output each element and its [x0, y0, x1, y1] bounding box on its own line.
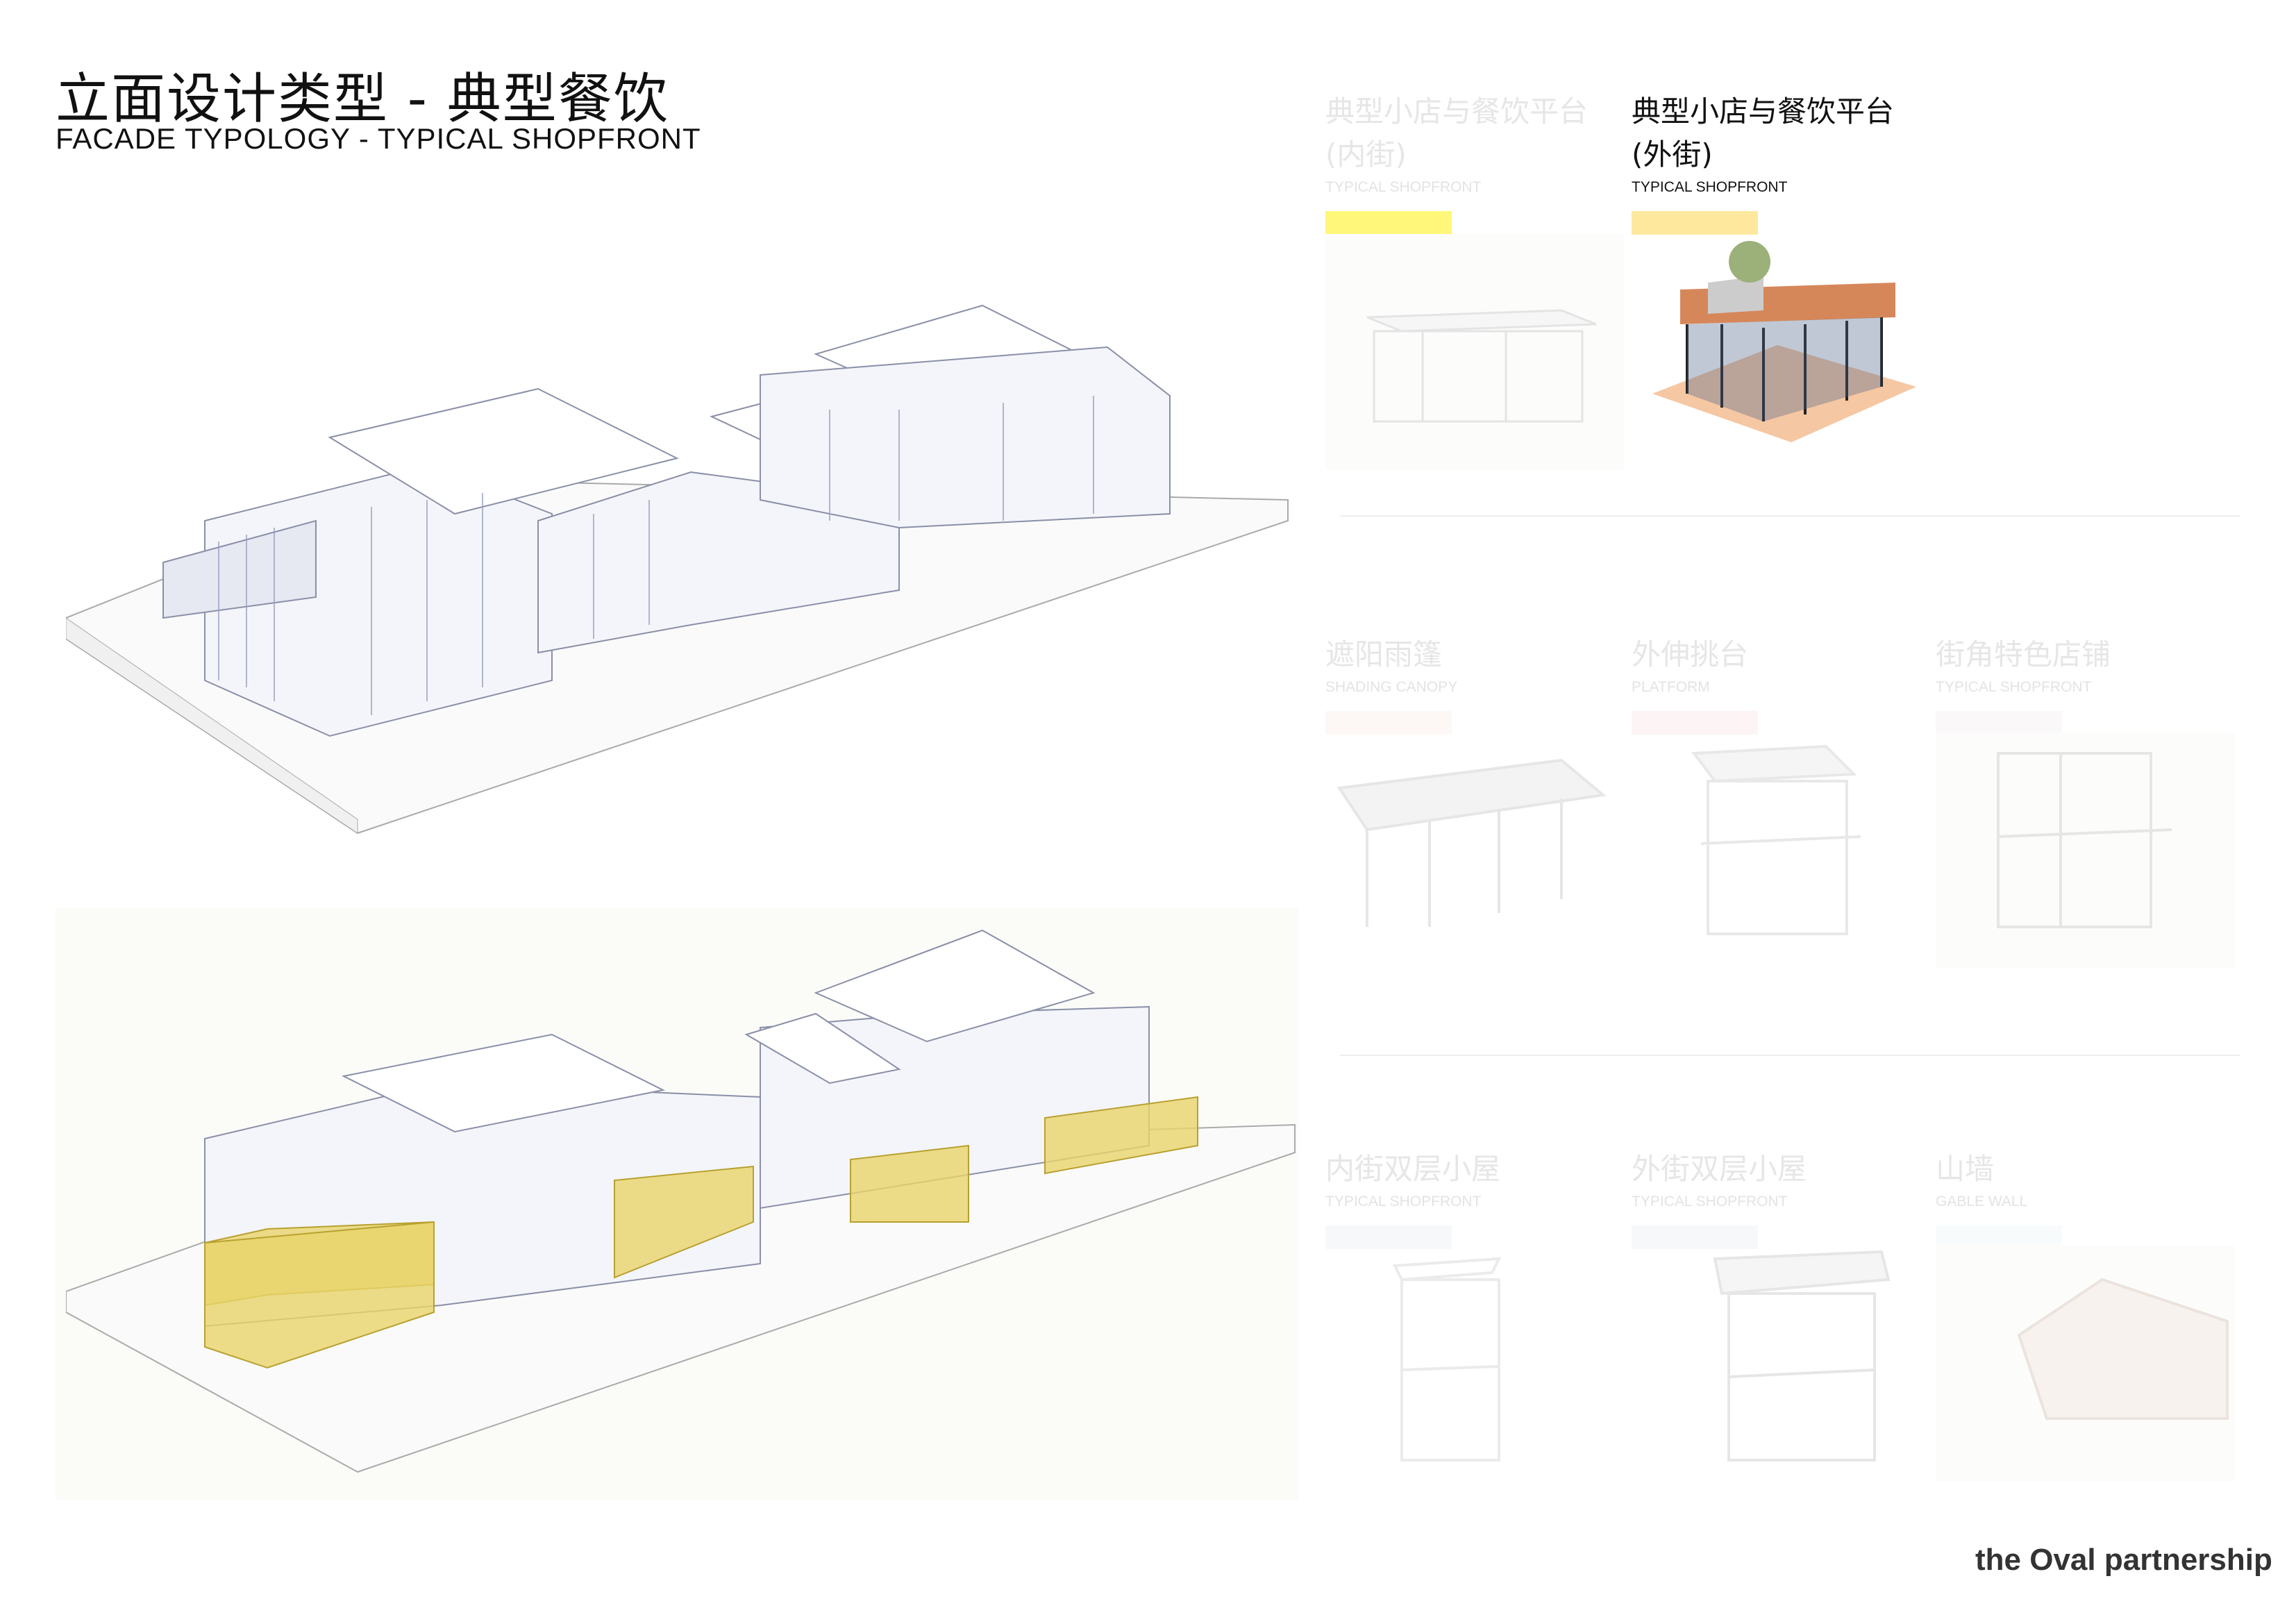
row-divider [1340, 1055, 2240, 1056]
thumbnail-inner-two-storey [1392, 1257, 1502, 1462]
building-axonometric-overview [66, 304, 1289, 835]
card-title-en: GABLE WALL [1936, 1194, 2028, 1209]
thumbnail-inner-street-shop [1325, 234, 1624, 470]
card-title-cn: 外伸挑台 [1632, 637, 1749, 671]
color-swatch [1936, 711, 2062, 735]
thumbnail-gable-wall [1936, 1245, 2234, 1481]
color-swatch [1632, 1225, 1758, 1249]
card-title-cn: 典型小店与餐饮平台 (外街) [1632, 94, 1895, 171]
card-title-cn: 内街双层小屋 [1325, 1152, 1501, 1186]
row-divider [1340, 515, 2240, 517]
card-title-cn: 山墙 [1936, 1152, 1995, 1186]
card-title-en: SHADING CANOPY [1325, 679, 1458, 695]
color-swatch [1325, 1225, 1452, 1249]
color-swatch [1325, 711, 1452, 735]
card-title-en: TYPICAL SHOPFRONT [1632, 1194, 1788, 1209]
card-title-en: TYPICAL SHOPFRONT [1325, 1194, 1482, 1209]
typology-card-inner-two-storey[interactable]: 内街双层小屋 TYPICAL SHOPFRONT [1325, 1148, 1624, 1249]
card-title-cn: 外街双层小屋 [1632, 1152, 1807, 1186]
card-title-en: TYPICAL SHOPFRONT [1936, 679, 2092, 695]
thumbnail-corner-shop [1936, 733, 2234, 969]
typology-card-shading-canopy[interactable]: 遮阳雨篷 SHADING CANOPY [1325, 633, 1624, 735]
thumbnail-platform [1691, 744, 1861, 935]
typology-card-corner-shop[interactable]: 街角特色店铺 TYPICAL SHOPFRONT [1936, 633, 2234, 735]
page-subtitle: FACADE TYPOLOGY - TYPICAL SHOPFRONT [56, 122, 701, 155]
card-title-en: PLATFORM [1632, 679, 1710, 695]
page-title: 立面设计类型 - 典型餐饮 [56, 68, 669, 131]
typology-card-inner-street-shop[interactable]: 典型小店与餐饮平台 (内街) TYPICAL SHOPFRONT [1325, 90, 1624, 235]
card-title-cn: 街角特色店铺 [1936, 637, 2111, 671]
card-title-en: TYPICAL SHOPFRONT [1632, 179, 1788, 195]
thumbnail-outer-two-storey [1713, 1250, 1891, 1462]
card-title-cn: 典型小店与餐饮平台 (内街) [1325, 94, 1589, 171]
typology-card-outer-street-shop[interactable]: 典型小店与餐饮平台 (外街) TYPICAL SHOPFRONT [1632, 90, 1930, 235]
building-axonometric-highlighted [66, 929, 1296, 1473]
color-swatch [1325, 211, 1452, 235]
thumbnail-outer-street-shop [1652, 241, 1916, 442]
card-title-cn: 遮阳雨篷 [1325, 637, 1443, 671]
typology-card-outer-two-storey[interactable]: 外街双层小屋 TYPICAL SHOPFRONT [1632, 1148, 1930, 1249]
typology-card-gable-wall[interactable]: 山墙 GABLE WALL [1936, 1148, 2234, 1249]
color-swatch [1632, 211, 1758, 235]
typology-card-platform[interactable]: 外伸挑台 PLATFORM [1632, 633, 1930, 735]
thumbnail-shading-canopy [1336, 758, 1607, 927]
color-swatch [1632, 711, 1758, 735]
card-title-en: TYPICAL SHOPFRONT [1325, 179, 1482, 195]
company-logo: the Oval partnership [1975, 1543, 2272, 1577]
